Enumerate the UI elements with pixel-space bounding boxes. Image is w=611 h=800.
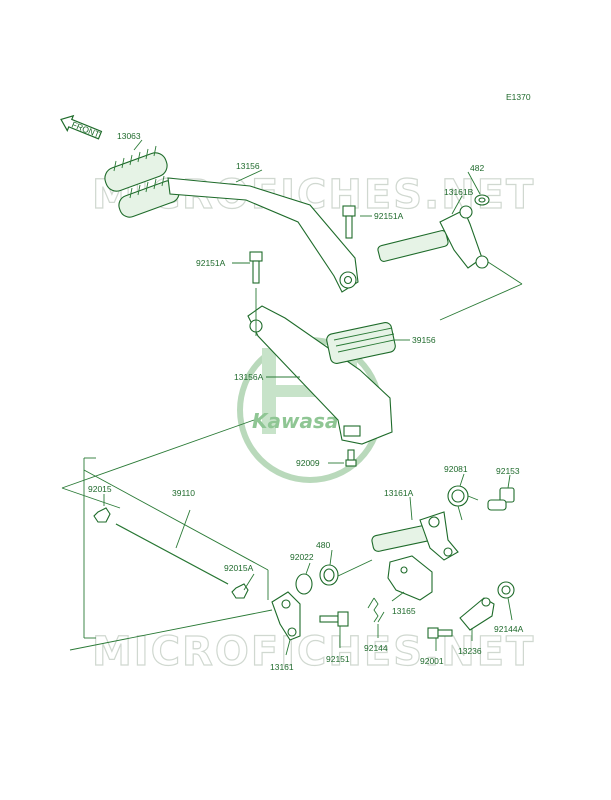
part-label: 39110 — [172, 488, 195, 498]
bolt-92151A-upper — [342, 205, 356, 239]
part-label: 92081 — [444, 464, 468, 474]
brake-pedal-pad — [326, 322, 396, 364]
part-label: 92144 — [364, 643, 388, 653]
shift-shaft-13161B — [377, 205, 489, 269]
part-label: 480 — [316, 540, 330, 550]
part-label: 13161 — [270, 662, 294, 672]
part-label: 92151A — [196, 258, 226, 268]
brake-pedal-lever — [247, 305, 393, 445]
part-label: 92153 — [496, 466, 520, 476]
part-label: 13063 — [117, 131, 141, 141]
part-label: 13236 — [458, 646, 482, 656]
bolt-92151A-left — [249, 251, 263, 284]
diagram-code: E1370 — [506, 92, 531, 102]
part-label: 92022 — [290, 552, 314, 562]
washer-92022 — [295, 573, 313, 595]
part-label: 13161B — [444, 187, 474, 197]
part-label: 92009 — [296, 458, 320, 468]
bolt-92001 — [427, 627, 453, 639]
watermark-text-bottom: MICROFICHES.NET — [92, 629, 535, 675]
part-label: 92015 — [88, 484, 112, 494]
nut-92015A — [231, 583, 249, 599]
bolt-92009 — [345, 449, 357, 467]
spring-92144 — [367, 597, 385, 623]
part-label: 13161A — [384, 488, 414, 498]
part-label: 39156 — [412, 335, 436, 345]
part-label: 92151 — [326, 654, 350, 664]
part-label: 92001 — [420, 656, 444, 666]
part-label: 92151A — [374, 211, 404, 221]
bolt-92151 — [319, 611, 349, 627]
front-arrow-icon: FRONT — [60, 114, 103, 140]
nut-92015 — [93, 507, 111, 523]
shift-shaft-13161A — [371, 511, 459, 561]
shift-pedal-rubber — [104, 145, 168, 192]
part-label: 92144A — [494, 624, 524, 634]
pin-92153 — [487, 487, 515, 511]
leader-lines — [61, 139, 523, 656]
front-arrow-label: FRONT — [70, 119, 101, 139]
part-label: 92015A — [224, 563, 254, 573]
tie-rod-39110 — [115, 523, 229, 585]
washer-482 — [474, 194, 490, 206]
part-label: 482 — [470, 163, 484, 173]
shift-plate-13165 — [387, 555, 433, 601]
spring-92081 — [447, 485, 479, 521]
part-labels: 13063 13156 13161B 482 92151A 92151A 391… — [88, 131, 524, 672]
spring-92144A — [497, 581, 515, 599]
part-label: 13165 — [392, 606, 416, 616]
part-label: 13156A — [234, 372, 264, 382]
part-label: 13156 — [236, 161, 260, 171]
shift-lever — [167, 177, 359, 293]
